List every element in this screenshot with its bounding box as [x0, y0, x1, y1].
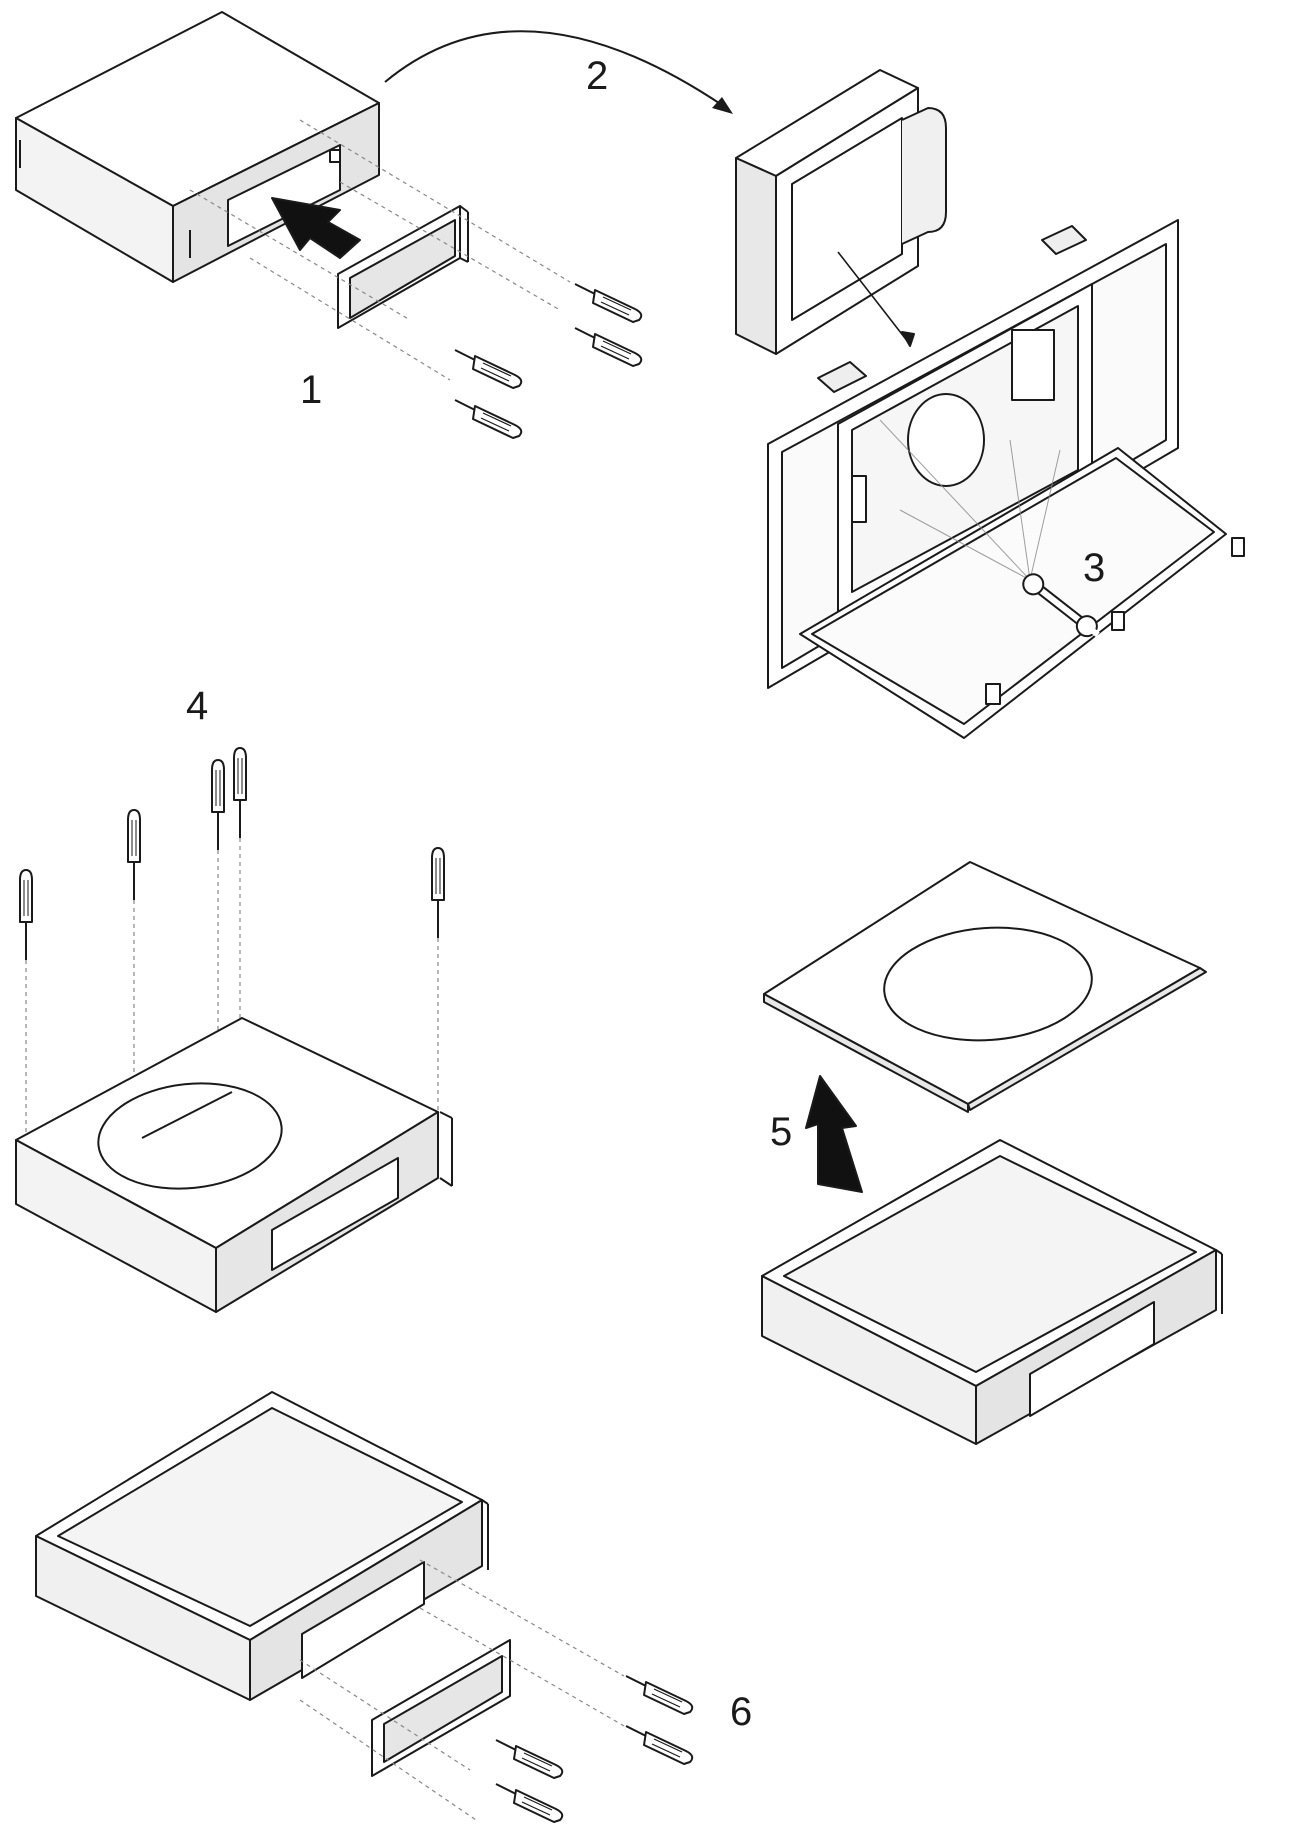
step2-curved-arrow: [384, 30, 723, 106]
step3-door-panel: [799, 447, 1245, 739]
step-label-3: 3: [1083, 546, 1106, 590]
step6-flange-collar: [371, 1639, 511, 1777]
step4-screwdriver-icon-e: [431, 847, 445, 939]
step2-arrow-head-icon: [712, 97, 733, 114]
step-label-1: 1: [300, 368, 323, 412]
step5-lid-plate: [763, 861, 1207, 1113]
step-label-5: 5: [770, 1110, 793, 1154]
step6-tray: [35, 1391, 489, 1701]
step4-screwdriver-icon-d: [233, 747, 247, 839]
step5-lift-arrow-icon: [805, 1075, 863, 1193]
step1-flange-collar: [337, 205, 469, 329]
step-label-4: 4: [186, 684, 209, 728]
step6-group: [35, 1391, 694, 1823]
step3-wrench-icon: [1022, 573, 1100, 638]
step-label-2: 2: [586, 54, 609, 98]
step1-screwdriver-icon-b: [574, 327, 643, 367]
step4-group: [15, 747, 453, 1313]
step3-group: [767, 219, 1245, 739]
step1-enclosure: [15, 11, 380, 283]
step1-guide-lines: [189, 119, 571, 381]
step4-screwdriver-icon-a: [19, 869, 33, 961]
step3-guide-lines: [879, 419, 1061, 581]
step6-guide-lines: [299, 1559, 625, 1821]
step6-screwdriver-icon-a: [625, 1675, 694, 1715]
step1-screwdriver-icon-d: [454, 399, 523, 439]
step2-group: [384, 30, 947, 355]
step1-screwdriver-icon-c: [454, 349, 523, 389]
step4-screwdriver-icon-b: [127, 809, 141, 901]
step5-tray: [761, 1139, 1223, 1445]
step-label-6: 6: [730, 1690, 753, 1734]
step1-screwdriver-icon-a: [574, 283, 643, 323]
step6-screwdriver-icon-b: [625, 1725, 694, 1765]
step3-main-frame: [767, 219, 1179, 689]
step1-group: [15, 11, 643, 439]
step4-screwdriver-icon-c: [211, 759, 225, 851]
step6-screwdriver-icon-d: [495, 1783, 564, 1823]
step4-guide-lines: [25, 838, 439, 1310]
step5-group: [761, 861, 1223, 1445]
step1-push-arrow-icon: [271, 197, 361, 259]
step4-enclosure: [15, 1017, 453, 1313]
step2-frame: [735, 69, 947, 355]
step6-screwdriver-icon-c: [495, 1739, 564, 1779]
